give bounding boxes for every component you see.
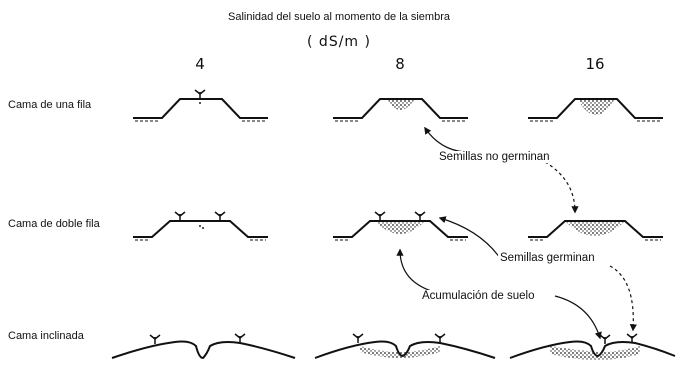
row-label-double-row-bed: Cama de doble fila <box>8 218 100 230</box>
row-label-sloped-bed: Cama inclinada <box>8 330 84 342</box>
units-label: ( dS/m ) <box>307 34 371 50</box>
double-row-bed-8 <box>333 211 468 241</box>
annotation-seeds-not-germinate: Semillas no germinan <box>437 151 552 163</box>
double-row-bed-16 <box>528 220 663 241</box>
annotation-seeds-germinate: Semillas germinan <box>498 252 597 264</box>
annotation-salt-accumulation: Acumulación de suelo <box>420 290 537 302</box>
column-header-4: 4 <box>195 55 205 73</box>
sloped-bed-8 <box>314 333 496 359</box>
sloped-bed-4 <box>111 333 296 360</box>
single-row-bed-4 <box>133 89 268 122</box>
row-label-single-row-bed: Cama de una fila <box>8 99 92 111</box>
double-row-bed-4 <box>133 211 268 241</box>
column-header-8: 8 <box>395 55 405 73</box>
sloped-bed-16 <box>509 333 676 360</box>
diagram-title: Salinidad del suelo al momento de la sie… <box>228 11 450 23</box>
column-header-16: 16 <box>585 55 605 73</box>
single-row-bed-8 <box>333 98 468 122</box>
single-row-bed-16 <box>528 98 663 122</box>
